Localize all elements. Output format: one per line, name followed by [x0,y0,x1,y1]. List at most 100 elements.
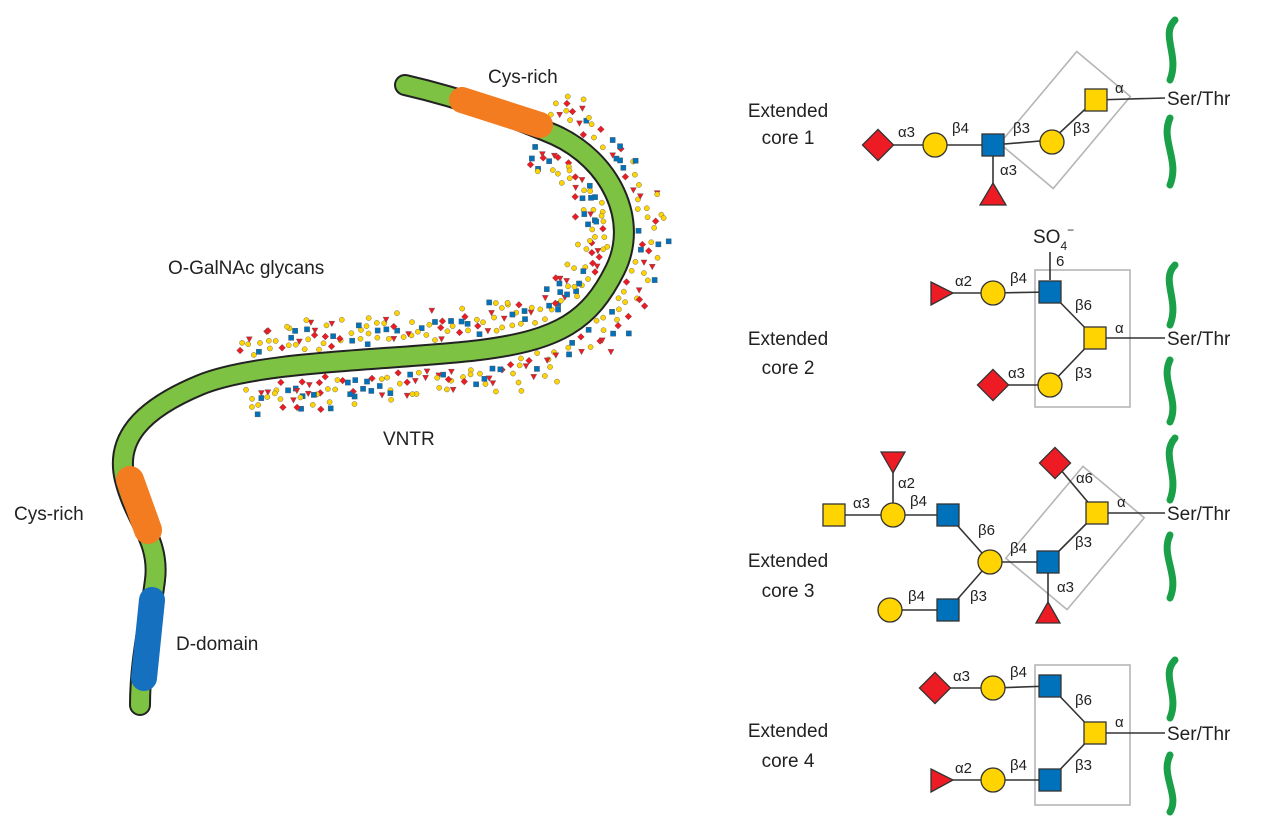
glycan-sialic-acid [327,342,336,351]
galactose-circle [1037,372,1063,398]
galnac-square [1083,326,1107,350]
glycan-galactose [593,317,600,324]
link-label: α3 [853,495,870,512]
glycan-galactose [518,355,524,362]
glycan-galactose [365,315,372,321]
glycan-glcnac [609,309,615,315]
glycan-fucose [484,328,492,335]
core-4-name-line1: Extended [748,721,828,742]
glycan-galactose [348,330,355,336]
glycan-glcnac [532,144,538,150]
link-label: α2 [955,273,972,290]
link-label: β3 [970,588,987,605]
glycan-fucose [522,363,530,370]
glycan-galactose [654,191,660,198]
peptide-brace [1165,261,1179,329]
glycan-sialic-acid [568,107,577,116]
glycan-sialic-acid [599,225,607,233]
glycan-fucose [328,320,336,328]
glycan-galactose [632,171,638,178]
link-label: β3 [1075,365,1092,382]
glycan-fucose [438,336,445,343]
glycan-fucose [500,315,508,322]
link-label: β3 [1073,120,1090,137]
glycan-glcnac [254,411,261,418]
core-1-name-line1: Extended [748,101,828,122]
glycan-sialic-acid [614,321,622,330]
glycan-galactose [338,316,345,323]
glycan-galactose [564,261,571,268]
glycan-sialic-acid [390,322,398,331]
glycan-galactose [580,96,587,103]
link-label: β4 [1010,540,1027,557]
glycan-galactose [534,168,541,175]
glycan-glcnac [534,366,540,372]
glycan-fucose [428,307,436,315]
glycan-sialic-acid [571,213,580,221]
glycan-galactose [239,340,245,346]
glycan-galactose [585,276,591,282]
mucin-molecule: Cys-rich O-GalNAc glycans VNTR Cys-rich … [14,67,672,716]
glycan-galactose [518,320,524,327]
glcnac-square [981,133,1005,157]
glycan-galactose [251,352,257,358]
extended-core-3: Extended core 3 α2 α3 β4 β6 β4 α6 α β3 α… [748,434,1231,624]
glycan-fucose [539,151,546,158]
glycan-galactose [388,397,394,403]
glycan-glcnac [617,143,623,150]
glycan-glcnac [374,327,381,334]
glycan-galactose [563,108,570,114]
glycan-fucose [412,378,419,385]
link-label: α2 [898,475,915,492]
link-label: α3 [898,124,915,141]
link-label: α [1115,80,1124,97]
glycan-galactose [537,306,544,313]
glycan-sialic-acid [595,253,603,261]
glycan-galactose [394,310,400,316]
glycan-sialic-acid [438,317,447,325]
glycan-galactose [499,305,505,311]
galnac-square [1084,88,1108,112]
core-3-bracket-box [1004,465,1146,611]
glycan-galactose [384,374,390,381]
glycan-sialic-acid [298,378,306,386]
glycan-fucose [293,388,301,395]
glycan-fucose [295,338,303,345]
glycan-galactose [634,206,641,212]
mucin-backbone [113,76,633,714]
glycan-fucose [488,310,495,317]
glycan-galactose [477,370,483,377]
glycan-galactose [357,335,364,342]
glycans-label: O-GalNAc glycans [168,258,324,279]
glycan-glcnac [497,366,504,373]
glycan-fucose [578,177,586,184]
glycan-galactose [583,246,590,252]
glycan-fucose [636,193,644,200]
link-label: β4 [908,588,925,605]
glycan-glcnac [546,158,552,164]
glycan-glcnac [330,333,336,340]
extended-core-2: Extended core 2 SO4− 6 α2 β4 β6 α α3 β3 … [748,223,1231,426]
glycan-fucose [485,375,493,382]
glycan-galactose [532,320,538,326]
peptide-brace [1163,114,1177,189]
glycan-galactose [400,334,407,340]
glycan-galactose [264,394,271,400]
link-label: α2 [955,760,972,777]
galnac-square [1083,721,1107,745]
glycan-sialic-acid [579,131,588,139]
glycan-glcnac [665,238,672,245]
core-4-bracket-box [1034,664,1131,806]
link-label: β4 [1010,270,1027,287]
core-3-name-line1: Extended [748,551,828,572]
glycan-sialic-acid [277,378,285,387]
glycan-galactose [558,298,564,304]
link-label: α6 [1076,470,1093,487]
glycan-fucose [382,316,390,324]
glycan-sialic-acid [515,301,523,309]
glycan-fucose [304,390,312,398]
glycan-sialic-acid [645,247,653,255]
glycan-galactose [559,180,565,186]
glycan-fucose [264,389,272,396]
glycan-galactose [332,386,338,393]
